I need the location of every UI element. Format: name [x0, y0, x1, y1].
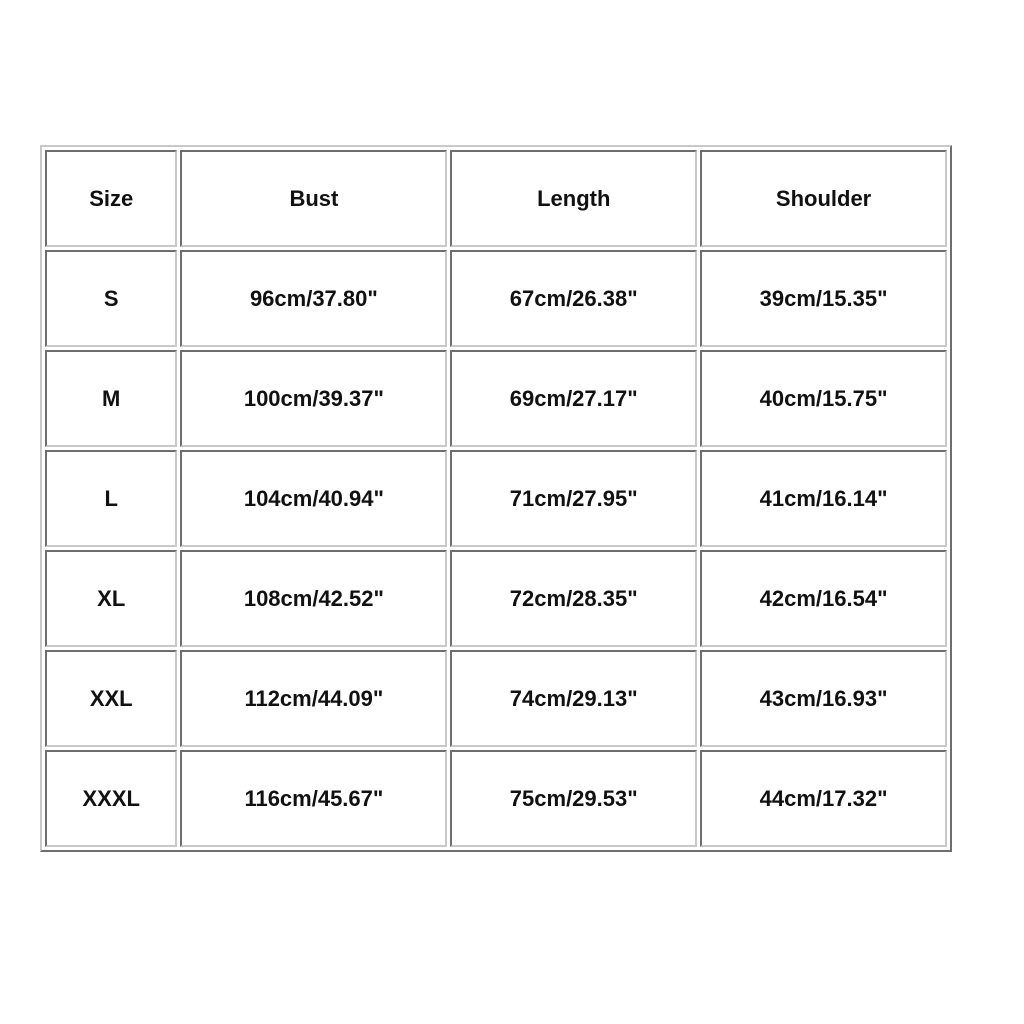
cell-length: 67cm/26.38"	[450, 250, 698, 347]
cell-bust: 96cm/37.80"	[180, 250, 448, 347]
cell-size: M	[45, 350, 178, 447]
cell-shoulder: 44cm/17.32"	[700, 750, 947, 847]
table-row: M 100cm/39.37" 69cm/27.17" 40cm/15.75"	[45, 350, 947, 447]
cell-bust: 104cm/40.94"	[180, 450, 448, 547]
table-row: XXL 112cm/44.09" 74cm/29.13" 43cm/16.93"	[45, 650, 947, 747]
table-header-row: Size Bust Length Shoulder	[45, 150, 947, 247]
header-size: Size	[45, 150, 178, 247]
table-row: XL 108cm/42.52" 72cm/28.35" 42cm/16.54"	[45, 550, 947, 647]
cell-size: XL	[45, 550, 178, 647]
cell-shoulder: 42cm/16.54"	[700, 550, 947, 647]
cell-shoulder: 43cm/16.93"	[700, 650, 947, 747]
header-shoulder: Shoulder	[700, 150, 947, 247]
cell-shoulder: 39cm/15.35"	[700, 250, 947, 347]
header-bust: Bust	[180, 150, 448, 247]
cell-bust: 100cm/39.37"	[180, 350, 448, 447]
size-chart-table: Size Bust Length Shoulder S 96cm/37.80" …	[40, 145, 952, 852]
cell-shoulder: 40cm/15.75"	[700, 350, 947, 447]
header-length: Length	[450, 150, 698, 247]
cell-bust: 116cm/45.67"	[180, 750, 448, 847]
cell-bust: 112cm/44.09"	[180, 650, 448, 747]
cell-length: 75cm/29.53"	[450, 750, 698, 847]
cell-size: S	[45, 250, 178, 347]
table-row: XXXL 116cm/45.67" 75cm/29.53" 44cm/17.32…	[45, 750, 947, 847]
cell-size: XXL	[45, 650, 178, 747]
cell-size: XXXL	[45, 750, 178, 847]
cell-length: 71cm/27.95"	[450, 450, 698, 547]
table-row: L 104cm/40.94" 71cm/27.95" 41cm/16.14"	[45, 450, 947, 547]
cell-length: 72cm/28.35"	[450, 550, 698, 647]
cell-length: 74cm/29.13"	[450, 650, 698, 747]
cell-shoulder: 41cm/16.14"	[700, 450, 947, 547]
cell-length: 69cm/27.17"	[450, 350, 698, 447]
cell-bust: 108cm/42.52"	[180, 550, 448, 647]
table-row: S 96cm/37.80" 67cm/26.38" 39cm/15.35"	[45, 250, 947, 347]
cell-size: L	[45, 450, 178, 547]
